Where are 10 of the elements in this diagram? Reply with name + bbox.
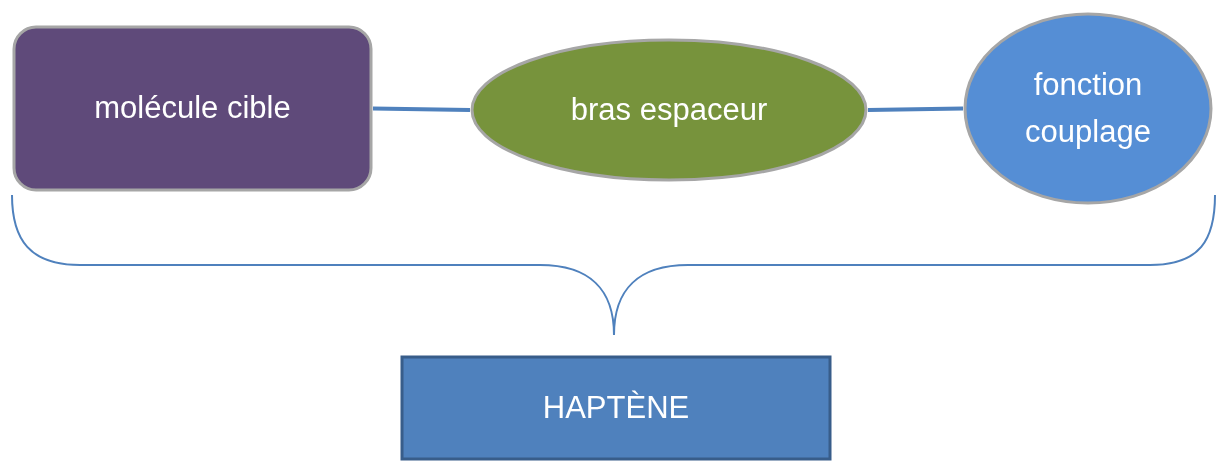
node-label: HAPTÈNE	[542, 388, 690, 427]
node-label: bras espaceur	[570, 90, 768, 129]
result-box	[400, 355, 832, 461]
connector-line	[372, 106, 471, 112]
connector-line	[867, 106, 964, 112]
process-ellipse	[963, 12, 1213, 205]
process-ellipse	[470, 38, 868, 182]
node-label: fonction couplage	[1024, 66, 1152, 151]
process-box	[12, 25, 373, 192]
node-label: molécule cible	[94, 89, 291, 128]
